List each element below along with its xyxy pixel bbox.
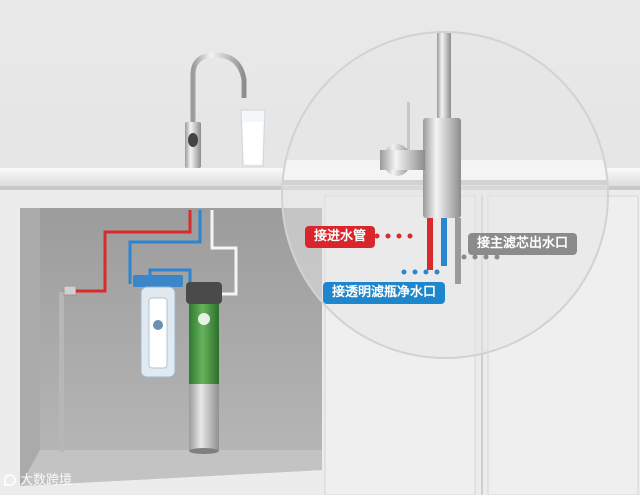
main-filter-canister bbox=[189, 384, 219, 450]
watermark: 大数跨境 bbox=[4, 472, 72, 490]
main-filter-base bbox=[189, 448, 219, 454]
cavity-side-wall bbox=[20, 208, 40, 486]
zoom-gray-pipe bbox=[455, 218, 461, 284]
angle-valve bbox=[64, 286, 76, 295]
prefilter-cartridge bbox=[149, 298, 167, 368]
prefilter-head bbox=[133, 275, 183, 287]
zoom-blue-pipe bbox=[441, 218, 447, 266]
brand-mark-icon bbox=[4, 474, 16, 486]
zoom-faucet-arm bbox=[380, 150, 425, 170]
faucet-handle-icon bbox=[188, 133, 198, 147]
glass-water-level bbox=[243, 122, 263, 164]
supply-riser bbox=[59, 292, 64, 452]
watermark-text: 大数跨境 bbox=[20, 473, 72, 488]
zoom-red-pipe bbox=[427, 218, 433, 270]
main-filter-logo-icon bbox=[198, 313, 210, 325]
zoom-faucet-body bbox=[423, 118, 461, 218]
main-filter-head bbox=[186, 282, 222, 304]
filtered-outlet-label: 接透明滤瓶净水口 bbox=[323, 282, 445, 304]
main-outlet-label: 接主滤芯出水口 bbox=[468, 233, 577, 255]
prefilter-logo-icon bbox=[153, 320, 163, 330]
inlet-pipe-label: 接进水管 bbox=[305, 226, 375, 248]
zoom-spout bbox=[437, 30, 451, 120]
